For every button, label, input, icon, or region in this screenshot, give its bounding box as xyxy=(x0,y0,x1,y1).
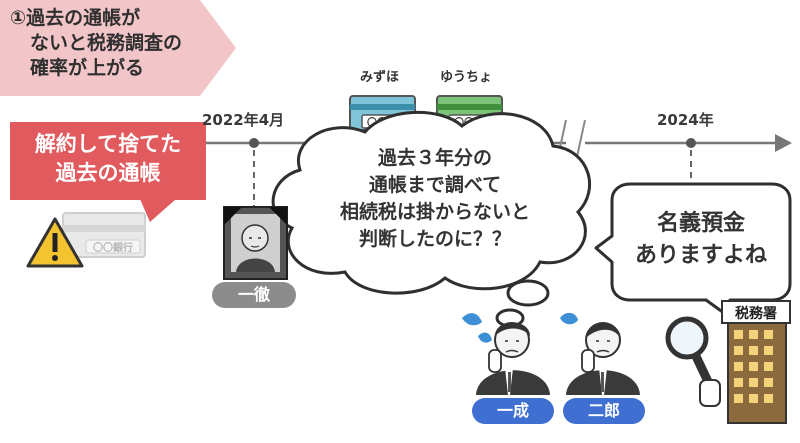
heir-1-figure xyxy=(476,322,550,395)
yucho-label: ゆうちょ xyxy=(440,70,493,85)
deceased-portrait xyxy=(223,206,288,280)
caption-line-1: ①過去の通帳が xyxy=(10,7,141,29)
magnifier-icon xyxy=(665,316,721,407)
warning-icon xyxy=(26,217,84,268)
thought-line-2: 通帳まで調べて xyxy=(368,174,502,196)
caption-text: ①過去の通帳が ないと税務調査の 確率が上がる xyxy=(10,6,182,81)
name-badge-heir-1: 一成 xyxy=(472,398,554,424)
discarded-passbook-icon: 〇〇銀行 xyxy=(62,212,146,258)
caption-line-3: 確率が上がる xyxy=(30,57,145,79)
heir-2-figure xyxy=(566,322,640,395)
thought-bubble-text: 過去３年分の 通帳まで調べて 相続税は掛からないと 判断したのに？？ xyxy=(290,145,580,253)
timeline-marker-start xyxy=(249,138,259,208)
svg-text:〇〇銀行: 〇〇銀行 xyxy=(93,241,133,254)
discarded-passbook-callout: 解約して捨てた 過去の通帳 xyxy=(10,122,206,200)
tax-office-building-icon xyxy=(721,300,791,424)
thought-line-3: 相続税は掛からないと xyxy=(339,201,530,223)
red-callout-pointer xyxy=(140,199,176,222)
thought-line-1: 過去３年分の xyxy=(377,147,492,169)
speech-line-2: ありますよね xyxy=(634,243,767,268)
caption-ribbon-shape xyxy=(0,0,236,96)
callout-line-1: 解約して捨てた xyxy=(34,132,182,156)
thought-bubble xyxy=(271,110,592,328)
caption-line-2: ないと税務調査の xyxy=(30,32,183,54)
timeline-start-label: 2022年4月 xyxy=(202,111,285,129)
speech-line-1: 名義預金 xyxy=(656,211,745,236)
speech-bubble xyxy=(594,182,792,328)
timeline-end-label: 2024年 xyxy=(657,111,714,129)
speech-bubble-text: 名義預金 ありますよね xyxy=(612,208,790,272)
thought-line-4: 判断したのに？？ xyxy=(358,228,511,250)
sweat-drop-icon xyxy=(462,312,578,343)
callout-line-2: 過去の通帳 xyxy=(55,161,161,185)
tax-office-sign: 税務署 xyxy=(735,306,777,322)
name-badge-heir-2: 二郎 xyxy=(563,398,645,424)
caption-ribbon: ①過去の通帳が ないと税務調査の 確率が上がる xyxy=(0,0,236,96)
timeline-marker-end xyxy=(686,138,696,198)
mizuho-label: みずほ xyxy=(360,70,400,85)
name-badge-deceased: 一徹 xyxy=(212,282,296,308)
